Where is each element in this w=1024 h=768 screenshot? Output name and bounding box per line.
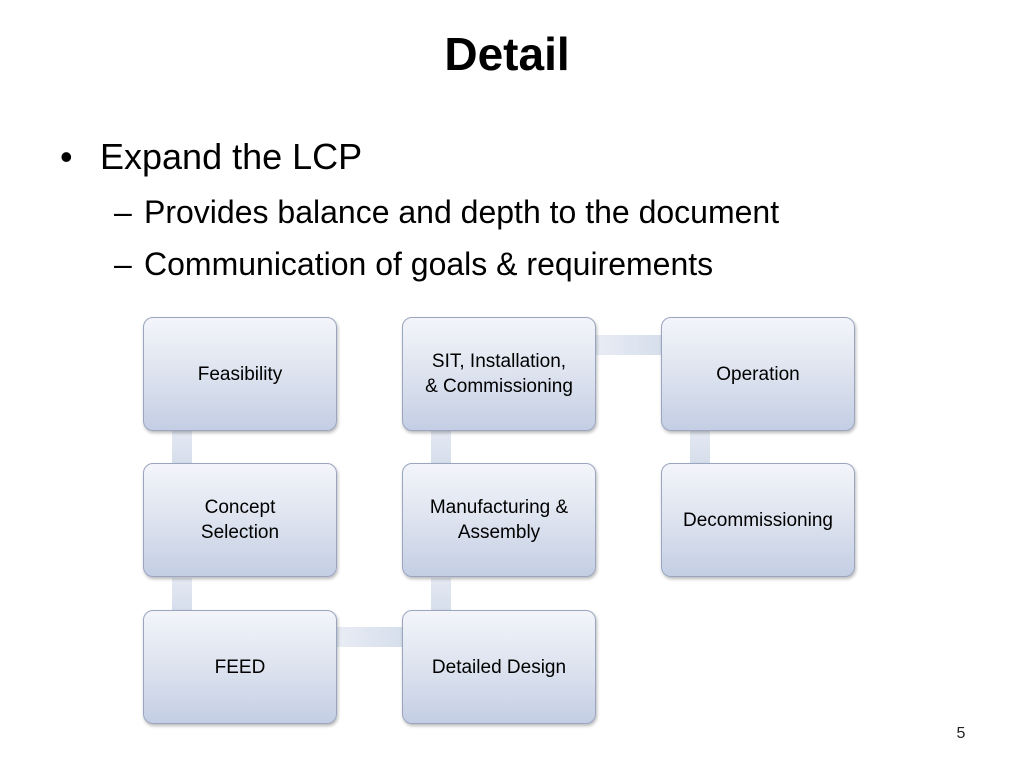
- connector-manufacturing-sit: [431, 431, 451, 463]
- node-feasibility: Feasibility: [143, 317, 337, 431]
- sub-bullet-item: Provides balance and depth to the docume…: [100, 186, 998, 238]
- node-sit-installation-commissioning: SIT, Installation, & Commissioning: [402, 317, 596, 431]
- connector-feed-detailed-design: [336, 627, 404, 647]
- node-label: FEED: [214, 656, 266, 678]
- sub-bullet-item: Communication of goals & requirements: [100, 238, 998, 290]
- node-label: Concept Selection: [200, 497, 280, 543]
- node-concept-selection: Concept Selection: [143, 463, 337, 577]
- node-operation: Operation: [661, 317, 855, 431]
- page-number: 5: [956, 725, 966, 742]
- slide-title: Detail: [444, 28, 570, 80]
- node-decommissioning: Decommissioning: [661, 463, 855, 577]
- node-manufacturing-assembly: Manufacturing & Assembly: [402, 463, 596, 577]
- sub-bullet-list: Provides balance and depth to the docume…: [100, 186, 998, 290]
- bullet-text: Expand the LCP: [100, 136, 363, 177]
- node-label: Decommissioning: [683, 509, 833, 531]
- node-label: SIT, Installation, & Commissioning: [425, 351, 573, 397]
- node-label: Feasibility: [197, 363, 283, 385]
- bullet-item: Expand the LCP Provides balance and dept…: [58, 134, 998, 290]
- node-detailed-design: Detailed Design: [402, 610, 596, 724]
- node-label: Detailed Design: [431, 656, 567, 678]
- node-label: Operation: [716, 363, 800, 385]
- connector-feasibility-concept: [172, 431, 192, 463]
- bullet-list: Expand the LCP Provides balance and dept…: [58, 134, 998, 290]
- connector-sit-operation: [595, 335, 663, 355]
- connector-detailed-design-manufacturing: [431, 578, 451, 610]
- node-label: Manufacturing & Assembly: [429, 497, 569, 543]
- connector-concept-feed: [172, 578, 192, 610]
- connector-operation-decommissioning: [690, 431, 710, 463]
- node-feed: FEED: [143, 610, 337, 724]
